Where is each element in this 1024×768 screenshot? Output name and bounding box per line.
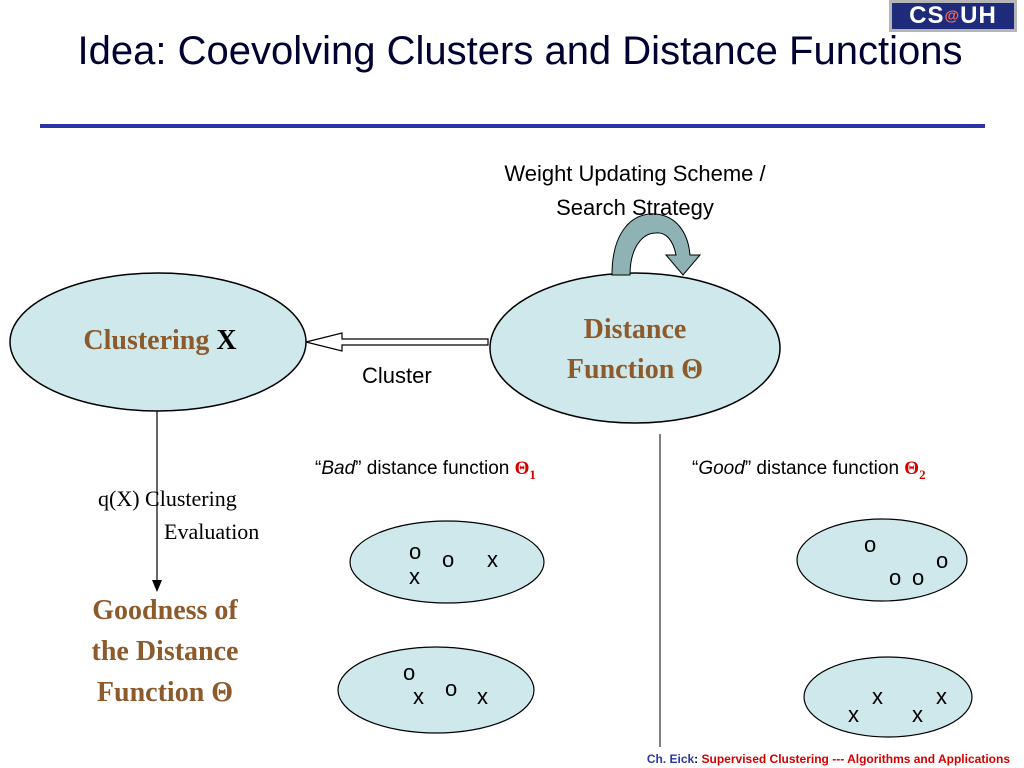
cluster-label: Cluster bbox=[362, 363, 432, 388]
evaluation-arrow-head bbox=[152, 580, 162, 592]
distance-function-ellipse bbox=[489, 272, 781, 424]
good-rest: ” distance function bbox=[744, 458, 905, 479]
clustering-word: Clustering bbox=[83, 325, 210, 356]
bad-cluster-1 bbox=[349, 520, 545, 604]
goodness-line2: the Distance bbox=[91, 636, 239, 667]
footer-separator: : bbox=[694, 752, 702, 766]
bad-word: Bad bbox=[321, 458, 356, 479]
evaluation-line2: Evaluation bbox=[164, 519, 260, 544]
slide-footer: Ch. Eick: Supervised Clustering --- Algo… bbox=[420, 752, 1010, 766]
mark-o: o bbox=[445, 676, 458, 701]
good-word: Good bbox=[698, 458, 745, 479]
mark-x: x bbox=[487, 547, 498, 572]
good-cluster-2 bbox=[803, 656, 973, 738]
distance-line1: Distance bbox=[583, 314, 687, 345]
clustering-node-label: Clustering X bbox=[20, 324, 300, 358]
weight-updating-line2: Search Strategy bbox=[556, 195, 714, 220]
distance-theta: Θ bbox=[681, 354, 704, 385]
bad-open-quote: “ bbox=[315, 458, 322, 479]
good-open-quote: “ bbox=[692, 458, 699, 479]
bad-function-heading: “Bad” distance function Θ1 bbox=[315, 458, 536, 483]
mark-o: o bbox=[442, 547, 455, 572]
mark-o: o bbox=[864, 532, 877, 557]
good-cluster-1 bbox=[796, 518, 968, 602]
good-function-heading: “Good” distance function Θ2 bbox=[692, 458, 926, 483]
mark-o: o bbox=[936, 548, 949, 573]
title-underline bbox=[40, 124, 985, 128]
clustering-var: X bbox=[216, 325, 237, 356]
mark-x: x bbox=[413, 684, 424, 709]
footer-course: Supervised Clustering --- Algorithms and… bbox=[701, 752, 1010, 766]
logo-uh: UH bbox=[960, 2, 997, 29]
distance-function-label: Distance Function Θ bbox=[520, 310, 750, 390]
bad-theta: Θ bbox=[514, 458, 530, 479]
goodness-label: Goodness of the Distance Function Θ bbox=[40, 590, 290, 713]
mark-x: x bbox=[848, 702, 859, 727]
goodness-line3: Function bbox=[96, 677, 205, 708]
cluster-arrow bbox=[305, 332, 489, 352]
mark-o: o bbox=[409, 539, 422, 564]
weight-updating-label: Weight Updating Scheme / Search Strategy bbox=[455, 157, 815, 225]
mark-o: o bbox=[889, 565, 902, 590]
mark-x: x bbox=[936, 684, 947, 709]
slide-title: Idea: Coevolving Clusters and Distance F… bbox=[77, 29, 963, 73]
mark-o: o bbox=[403, 660, 416, 685]
mark-x: x bbox=[872, 684, 883, 709]
evaluation-label: q(X) Clustering Evaluation bbox=[98, 482, 259, 548]
mark-o: o bbox=[912, 565, 925, 590]
bad-cluster-2 bbox=[337, 646, 535, 734]
footer-author: Ch. Eick bbox=[646, 752, 695, 766]
weight-updating-line1: Weight Updating Scheme / bbox=[504, 161, 766, 186]
goodness-theta: Θ bbox=[211, 677, 234, 708]
mark-x: x bbox=[477, 684, 488, 709]
evaluation-line1: q(X) Clustering bbox=[98, 486, 237, 511]
logo-cs: CS bbox=[909, 2, 945, 29]
distance-line2: Function bbox=[566, 354, 675, 385]
mark-x: x bbox=[912, 702, 923, 727]
goodness-line1: Goodness of bbox=[92, 595, 238, 626]
cs-uh-logo: CS@UH bbox=[889, 0, 1017, 32]
self-loop-arrow bbox=[611, 213, 702, 276]
bad-sub: 1 bbox=[529, 466, 536, 482]
mark-x: x bbox=[409, 564, 420, 589]
bad-rest: ” distance function bbox=[355, 458, 515, 479]
logo-at: @ bbox=[944, 7, 961, 25]
good-sub: 2 bbox=[919, 466, 926, 482]
good-theta: Θ bbox=[904, 458, 920, 479]
